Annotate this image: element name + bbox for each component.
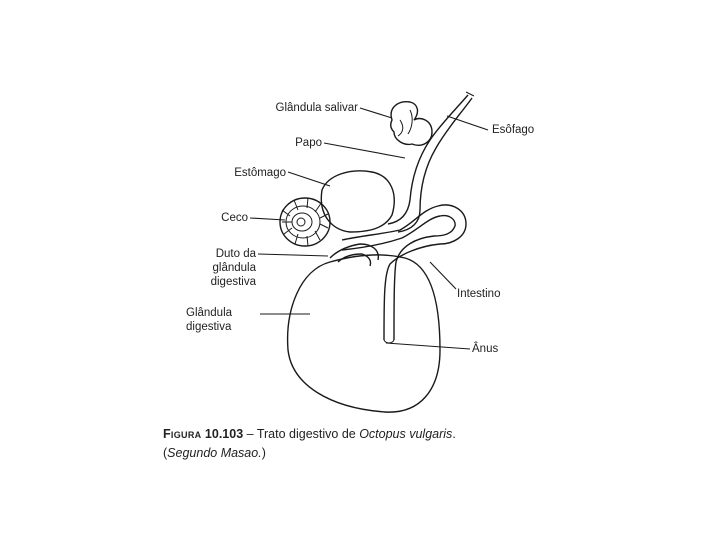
label-duto-line-1: Duto da [215, 248, 256, 260]
label-glandula-salivar: Glândula salivar [275, 102, 358, 114]
caption-dash: – [243, 427, 257, 441]
leader-intestino [429, 261, 457, 290]
label-glandula-digestiva-line-2: digestiva [186, 321, 232, 333]
leader-esofago [446, 115, 489, 131]
label-estomago: Estômago [234, 167, 286, 179]
leader-ceco [249, 217, 286, 221]
label-ceco: Ceco [221, 212, 248, 224]
label-duto-line-3: digestiva [210, 276, 256, 288]
label-anus: Ânus [472, 343, 499, 355]
label-intestino: Intestino [457, 288, 501, 300]
label-duto-da-glandula-digestiva: Duto da glândula digestiva [180, 247, 256, 289]
intestine-shape [341, 204, 467, 341]
caption-species: Octopus vulgaris [359, 427, 453, 441]
caption-source-open: ( [163, 446, 168, 460]
caecum-spiral [279, 197, 331, 247]
leader-glandula-salivar [359, 107, 393, 119]
caption-text: Trato digestivo de [256, 427, 360, 441]
salivary-gland-shape [389, 101, 433, 146]
digestive-gland-shape [286, 254, 441, 413]
label-papo: Papo [295, 137, 322, 149]
caption-figure-word: Figura [163, 427, 202, 441]
label-duto-line-2: glândula [212, 262, 256, 274]
label-esofago: Esôfago [492, 124, 535, 136]
leader-papo [323, 142, 406, 159]
digestive-gland-duct-shape [329, 243, 379, 267]
caption-period: . [452, 427, 456, 441]
caption-figure-number: 10.103 [204, 427, 244, 441]
leader-anus [385, 342, 471, 350]
leader-estomago [287, 171, 331, 187]
label-glandula-digestiva-line-1: Glândula [186, 307, 233, 319]
esophagus-shape [387, 94, 473, 233]
caption-source-close: ) [261, 446, 266, 460]
figure-caption: Figura 10.103 – Trato digestivo de Octop… [163, 425, 593, 463]
caption-source: Segundo Masao. [167, 446, 262, 460]
label-glandula-digestiva: Glândula digestiva [186, 306, 232, 334]
stomach-shape [320, 170, 395, 233]
leader-duto [257, 253, 329, 257]
